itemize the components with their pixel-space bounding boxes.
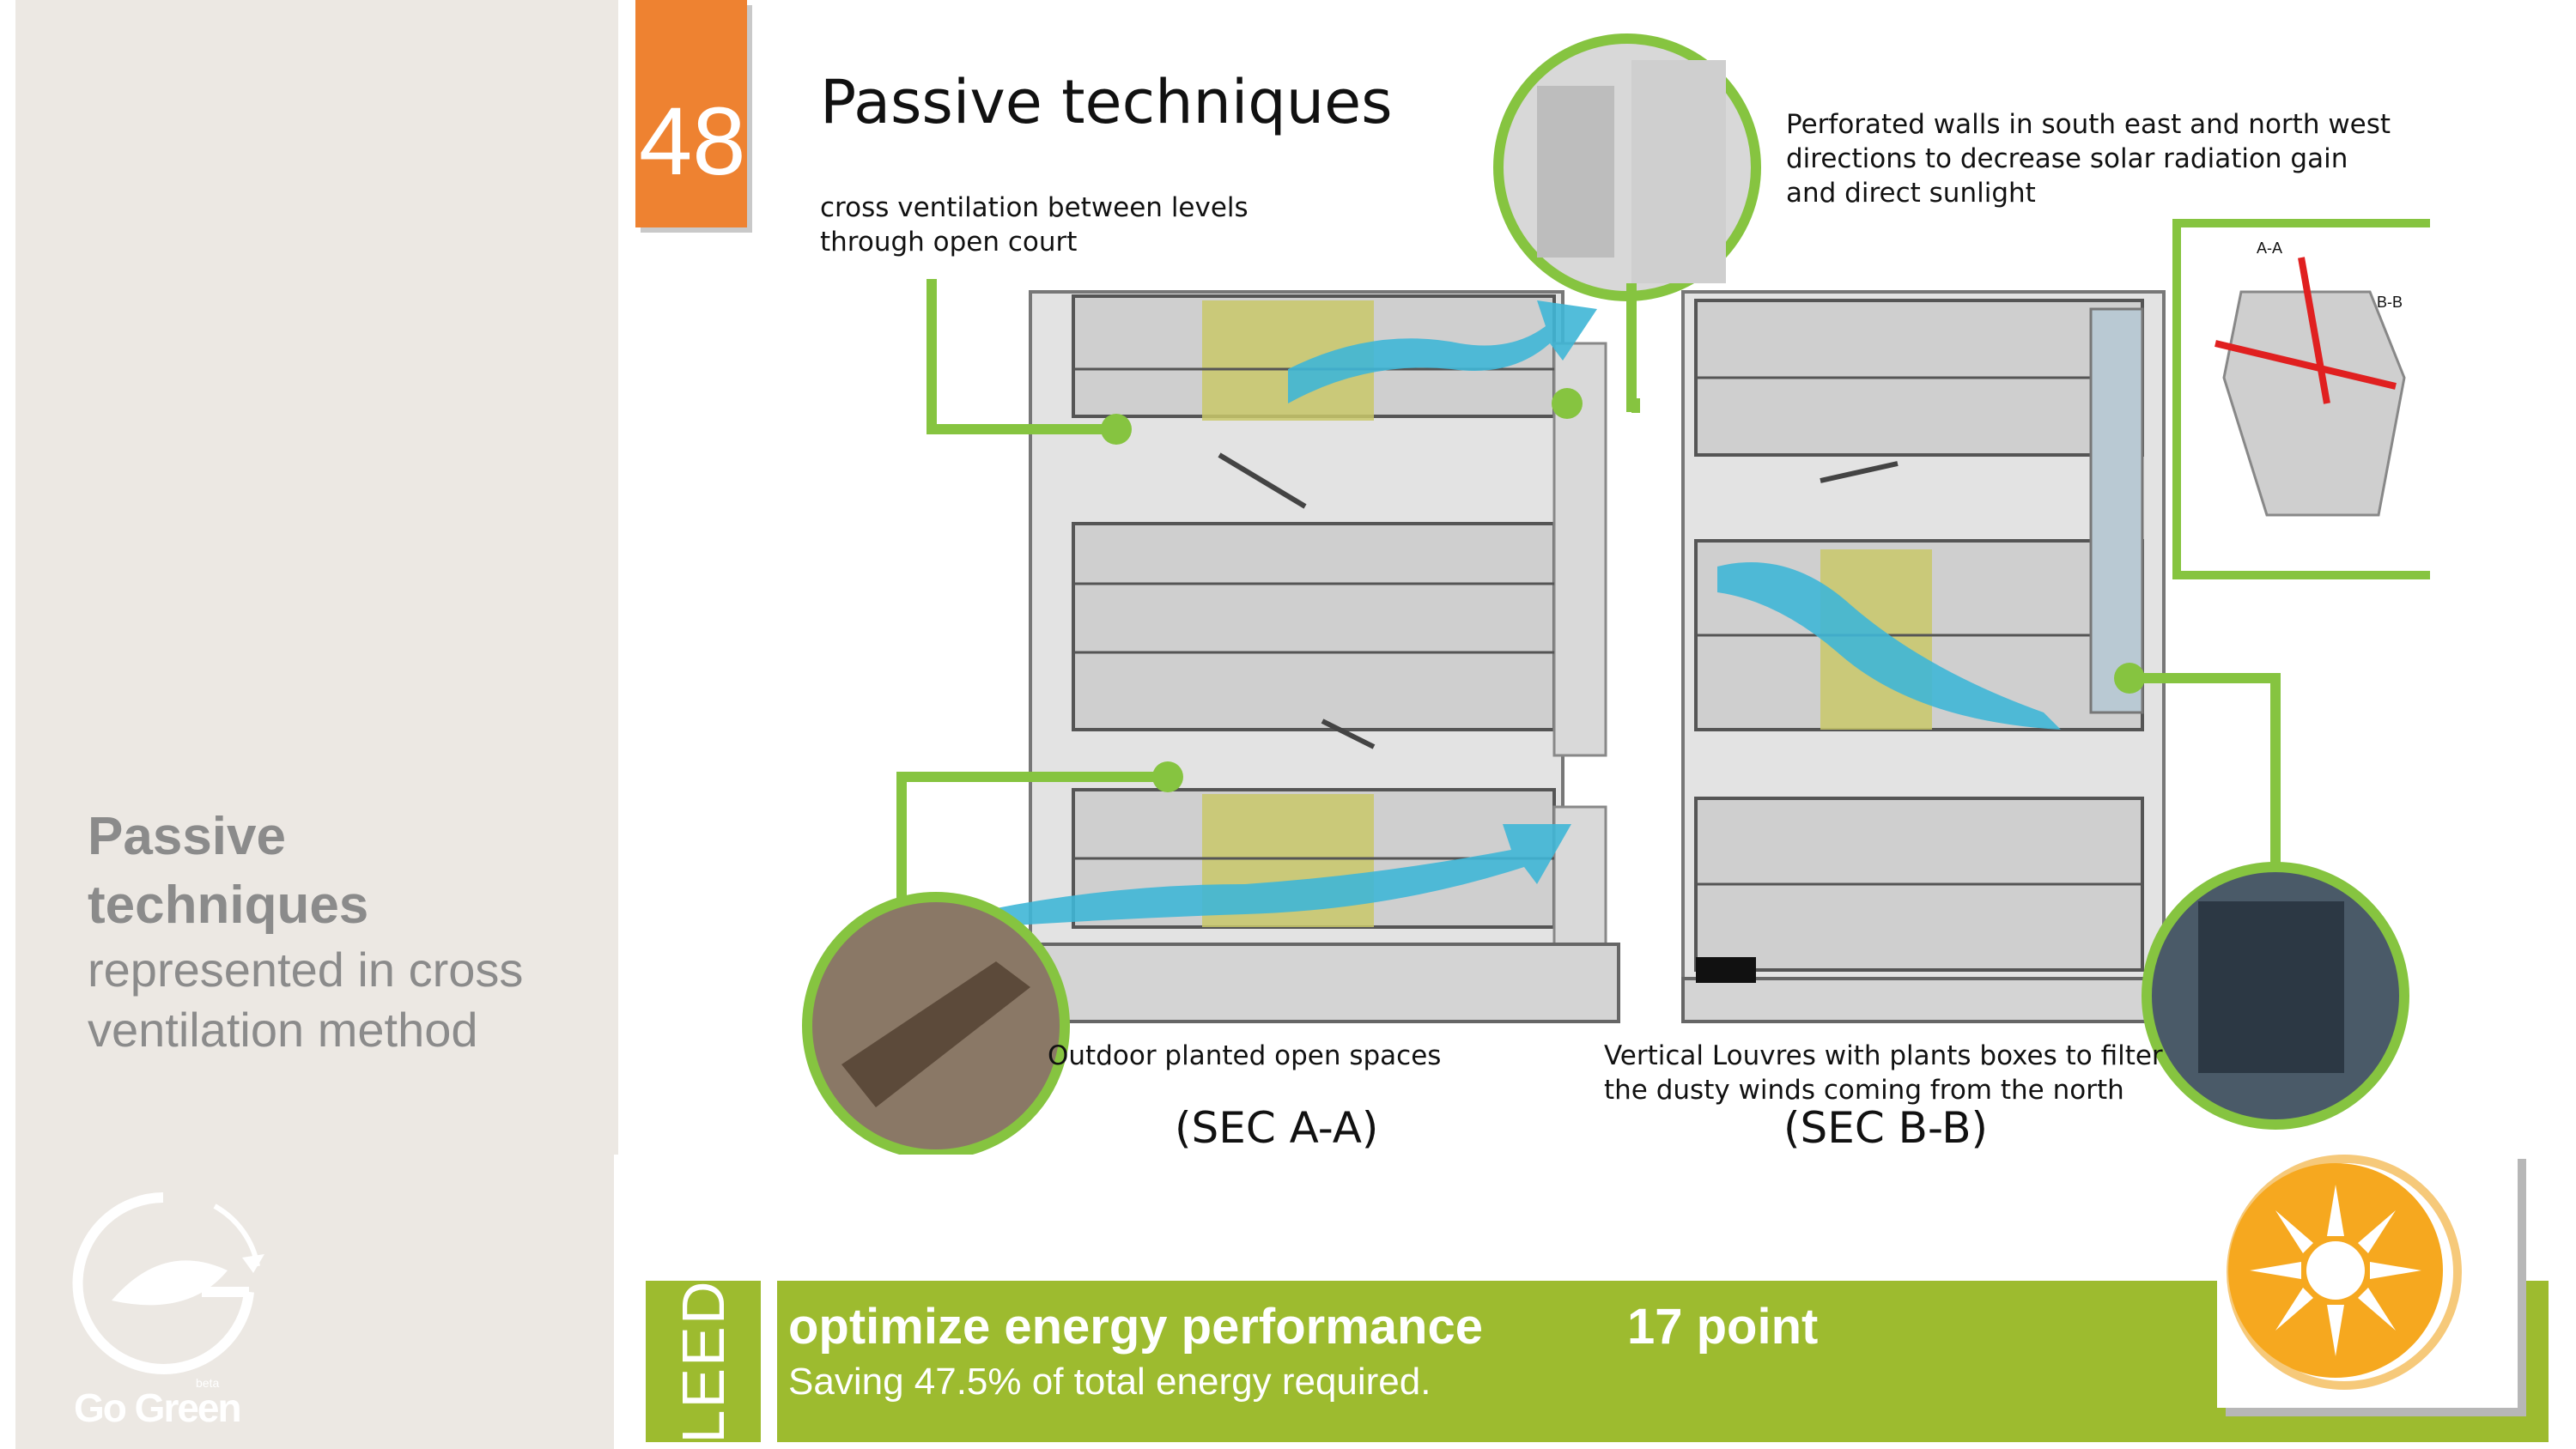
go-green-logo-icon <box>72 1192 264 1374</box>
callout-cross-ventilation: cross ventilation between levels through… <box>820 192 1249 258</box>
logo-tag: beta <box>196 1376 220 1390</box>
key-label-b: B-B <box>2377 294 2403 311</box>
airflow-arrow-icon <box>987 300 2061 927</box>
callout-dots <box>1101 388 2145 792</box>
sidebar-title-bold-2: techniques <box>88 876 369 935</box>
detail-circle-perforated <box>1493 33 1761 412</box>
section-key-icon: A-A B-B <box>2172 219 2430 579</box>
leed-points: 17 point <box>1627 1299 1819 1355</box>
sidebar-title-bold-1: Passive <box>88 807 286 866</box>
key-label-a: A-A <box>2257 239 2282 257</box>
detail-circle-louvres <box>2142 862 2409 1130</box>
detail-circle-outdoor <box>802 892 1070 1160</box>
sidebar-title: Passive techniques represented in cross … <box>88 803 603 1060</box>
page-title: Passive techniques <box>820 67 1393 137</box>
building-sec-b <box>1681 290 2166 1023</box>
callout-perforated-walls: Perforated walls in south east and north… <box>1786 109 2391 209</box>
sidebar-title-line-2: ventilation method <box>88 1003 478 1057</box>
callout-outdoor-spaces: Outdoor planted open spaces <box>1048 1040 1442 1071</box>
go-green-logo: Go Green beta <box>43 1172 283 1438</box>
section-diagram: A-A B-B <box>802 33 2430 1160</box>
slide-number-badge: 48 <box>635 0 747 227</box>
section-label-b: (SEC B-B) <box>1783 1103 1989 1153</box>
slide-number: 48 <box>639 88 746 195</box>
leed-tag: LEED <box>646 1279 761 1444</box>
sun-card <box>2217 1150 2518 1408</box>
sidebar-title-line-1: represented in cross <box>88 943 524 997</box>
sun-icon <box>2227 1155 2462 1390</box>
leed-title: optimize energy performance <box>788 1299 1483 1355</box>
callout-louvres: Vertical Louvres with plants boxes to fi… <box>1604 1040 2163 1106</box>
section-label-a: (SEC A-A) <box>1175 1103 1379 1153</box>
callout-lines <box>896 279 2281 910</box>
leed-label: LEED <box>670 1279 737 1444</box>
logo-text: Go Green <box>74 1385 242 1430</box>
leed-subtitle: Saving 47.5% of total energy required. <box>788 1361 1431 1403</box>
